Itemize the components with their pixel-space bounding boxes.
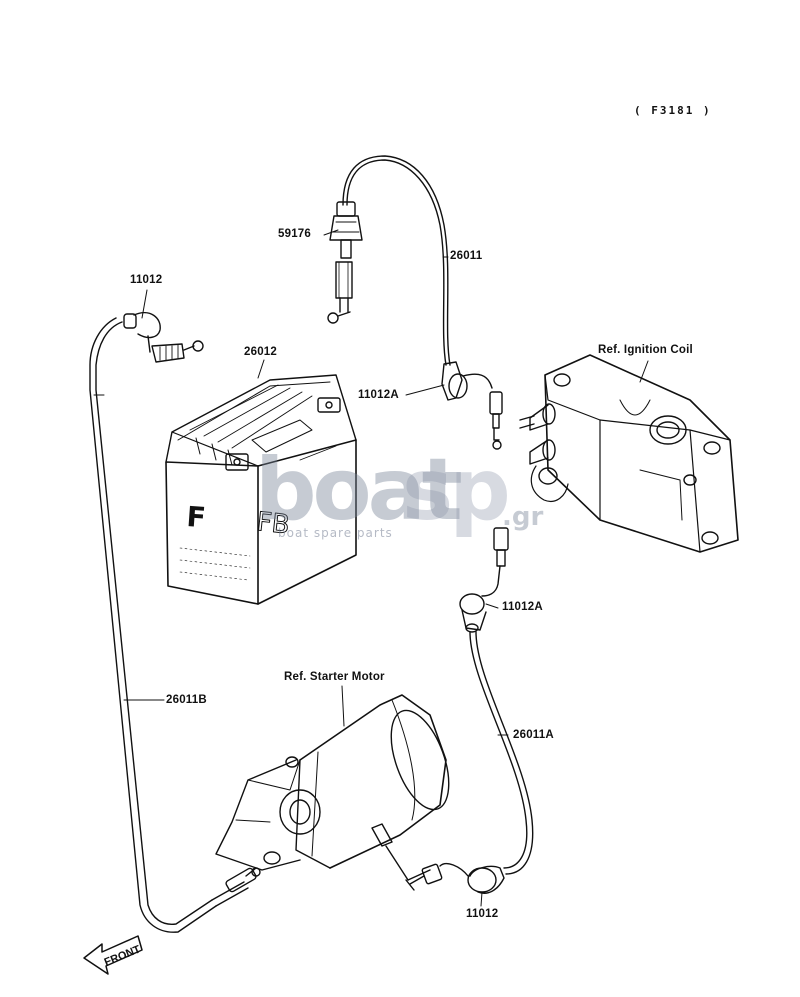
leader-lines [123,229,649,907]
svg-text:F: F [186,500,207,534]
part-label-26011: 26011 [450,250,483,262]
boot-59176 [327,201,363,324]
diagram-code: ( F3181 ) [634,104,712,117]
part-label-11012-top: 11012 [130,274,163,286]
cable-26011B [89,317,261,933]
part-label-26011A: 26011A [513,729,554,741]
watermark-suffix: .gr [502,502,544,532]
part-label-59176: 59176 [278,228,311,240]
front-arrow-label: FRONT [103,943,143,968]
battery-26012: F FB [165,374,357,605]
part-label-11012A-top: 11012A [358,389,399,401]
cable-26011A [469,631,534,875]
watermark-brand-left: boat [255,440,463,540]
watermark-tagline: boat spare parts [278,526,393,540]
starter-motor [215,694,450,881]
ignition-coil [519,354,739,553]
svg-text:FB: FB [255,507,291,540]
watermark-brand-right: sp [402,440,511,540]
part-label-11012-bottom: 11012 [466,908,499,920]
connector-11012-top [123,312,204,363]
cable-26011 [342,155,451,366]
part-label-ref-ignition-coil: Ref. Ignition Coil [598,344,693,356]
connector-11012A-mid [459,527,509,633]
front-arrow: FRONT [83,935,143,975]
part-label-26011B: 26011B [166,694,207,706]
part-label-11012A-mid: 11012A [502,601,543,613]
connector-11012-bottom [405,862,505,894]
part-label-ref-starter-motor: Ref. Starter Motor [284,671,385,683]
connector-11012A-top [441,361,503,450]
part-label-26012: 26012 [244,346,277,358]
